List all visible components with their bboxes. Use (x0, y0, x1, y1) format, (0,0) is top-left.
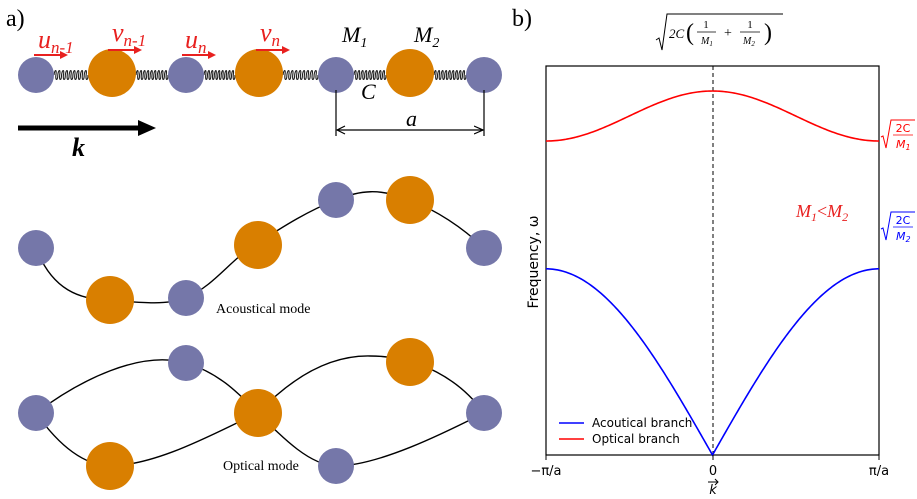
panel-a-label: a) (6, 6, 25, 32)
spring (135, 69, 169, 81)
optical-den: M1 (896, 138, 911, 152)
panel-b-label: b) (512, 6, 532, 32)
panel-a: a) un-1 vn-1 un vn (6, 6, 502, 490)
v-prev-label: vn-1 (112, 18, 146, 50)
light-mass (318, 448, 354, 484)
acoustical-mode: Acoustical mode (18, 176, 502, 324)
lattice-dimension: a (335, 90, 485, 136)
optical-branch-line (545, 90, 880, 142)
frac2-num: 1 (747, 19, 753, 31)
light-mass (466, 395, 502, 431)
spring-constant-label: C (361, 79, 376, 104)
frac1-den: M1 (700, 36, 713, 48)
u-prev-label: un-1 (38, 25, 74, 57)
paren-open: ( (686, 20, 694, 46)
light-mass (168, 280, 204, 316)
legend-label-optical: Optical branch (592, 432, 680, 446)
sqrt-sign (880, 211, 915, 241)
m1-label: M1 (341, 22, 367, 51)
light-mass (18, 57, 54, 93)
acoustical-mode-label: Acoustical mode (216, 302, 310, 317)
v-n-label: vn (260, 18, 280, 50)
optical-mode-label: Optical mode (223, 459, 299, 474)
frac2-den: M2 (742, 36, 755, 48)
light-mass (318, 182, 354, 218)
optical-num: 2C (896, 122, 911, 135)
heavy-mass (386, 176, 434, 224)
heavy-mass (86, 276, 134, 324)
light-mass-m1 (318, 57, 354, 93)
heavy-mass (88, 49, 136, 97)
sqrt-sign (655, 13, 783, 51)
heavy-mass (234, 221, 282, 269)
spring (353, 69, 387, 81)
formula-prefix: 2C (669, 26, 685, 41)
sqrt-sign (880, 119, 915, 149)
arrowhead (134, 46, 142, 54)
formula-plus: + (724, 26, 732, 41)
light-mass (466, 230, 502, 266)
panel-b: b) 2C ( 1 M1 + 1 M2 ) −π/a 0 π/a (512, 6, 915, 498)
heavy-mass (235, 49, 283, 97)
spring (282, 69, 319, 81)
light-mass (18, 230, 54, 266)
light-mass (168, 345, 204, 381)
spring-chain (53, 69, 467, 81)
heavy-mass (234, 389, 282, 437)
spring (433, 69, 467, 81)
light-mass (466, 57, 502, 93)
mass-labels: M1 M2 C (341, 22, 439, 104)
x-axis-ticks: −π/a 0 π/a (530, 455, 889, 479)
light-mass (168, 57, 204, 93)
wavevector-arrowhead (138, 120, 156, 136)
optical-mode: Optical mode (18, 338, 502, 490)
heavy-mass (86, 442, 134, 490)
heavy-mass (386, 338, 434, 386)
m2-label: M2 (413, 22, 439, 51)
mass-relation-label: M1<M2 (795, 201, 848, 224)
y-axis-label: Frequency, ω (526, 216, 542, 309)
top-formula: 2C ( 1 M1 + 1 M2 ) (655, 13, 783, 51)
x-tick-label-zero: 0 (709, 464, 717, 479)
acoustic-den: M2 (896, 230, 911, 244)
displacement-arrows (34, 46, 290, 59)
arrowhead (208, 51, 216, 59)
x-axis-label: k (709, 483, 717, 498)
acoustic-limit-formula: 2C M2 (880, 211, 915, 244)
light-mass (18, 395, 54, 431)
paren-close: ) (764, 20, 772, 46)
displacement-labels: un-1 vn-1 un vn (38, 18, 280, 57)
lattice-constant-label: a (406, 106, 417, 131)
legend: Acoutical branch Optical branch (559, 416, 692, 446)
x-tick-label-left: −π/a (530, 464, 561, 479)
frac1-num: 1 (703, 19, 709, 31)
wavevector-label: k (72, 133, 85, 162)
acoustic-num: 2C (896, 214, 911, 227)
spring (203, 69, 236, 81)
optical-limit-formula: 2C M1 (880, 119, 915, 152)
arrowhead (282, 46, 290, 54)
legend-label-acoustic: Acoutical branch (592, 416, 692, 430)
arrowhead (60, 51, 68, 59)
vector-arrow-icon (708, 478, 719, 486)
top-chain (18, 49, 502, 97)
x-tick-label-right: π/a (869, 464, 889, 479)
spring (53, 69, 89, 81)
u-n-label: un (185, 25, 207, 57)
heavy-mass-m2 (386, 49, 434, 97)
